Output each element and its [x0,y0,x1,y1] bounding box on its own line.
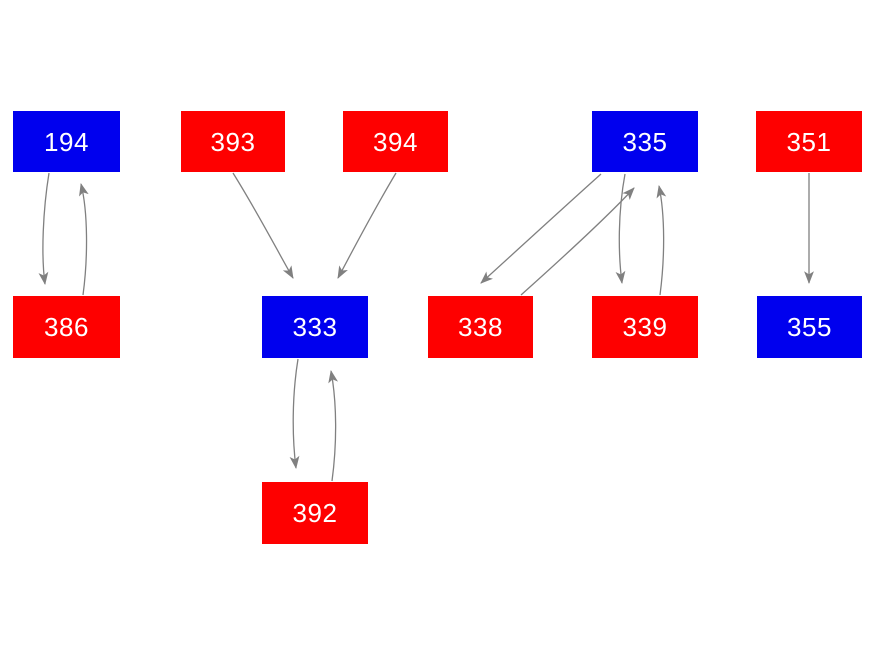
node-333[interactable]: 333 [262,296,368,358]
node-label-333: 333 [292,312,338,342]
edge-335-338 [480,173,602,284]
node-label-338: 338 [458,312,503,342]
node-335[interactable]: 335 [592,111,698,172]
node-label-194: 194 [44,126,89,157]
node-355[interactable]: 355 [757,296,862,358]
node-194[interactable]: 194 [13,111,120,172]
node-label-339: 339 [622,312,668,342]
edge-333-392 [289,358,300,470]
edge-394-333 [337,172,397,279]
edge-338-335 [520,187,635,296]
edge-386-194 [79,182,89,296]
node-label-335: 335 [622,126,668,157]
node-label-355: 355 [787,312,832,342]
node-394[interactable]: 394 [343,111,448,172]
node-338[interactable]: 338 [428,296,533,358]
edge-335-339 [615,173,626,285]
edge-339-335 [656,184,667,296]
edge-392-333 [328,369,339,482]
node-label-386: 386 [44,312,89,342]
edge-194-386 [38,172,50,286]
node-392[interactable]: 392 [262,482,368,544]
node-386[interactable]: 386 [13,296,120,358]
node-label-392: 392 [292,498,338,528]
edge-393-333 [232,172,294,279]
node-label-351: 351 [786,126,832,157]
node-351[interactable]: 351 [756,111,862,172]
node-label-394: 394 [373,126,418,157]
node-label-393: 393 [210,126,256,157]
node-393[interactable]: 393 [181,111,285,172]
node-339[interactable]: 339 [592,296,698,358]
